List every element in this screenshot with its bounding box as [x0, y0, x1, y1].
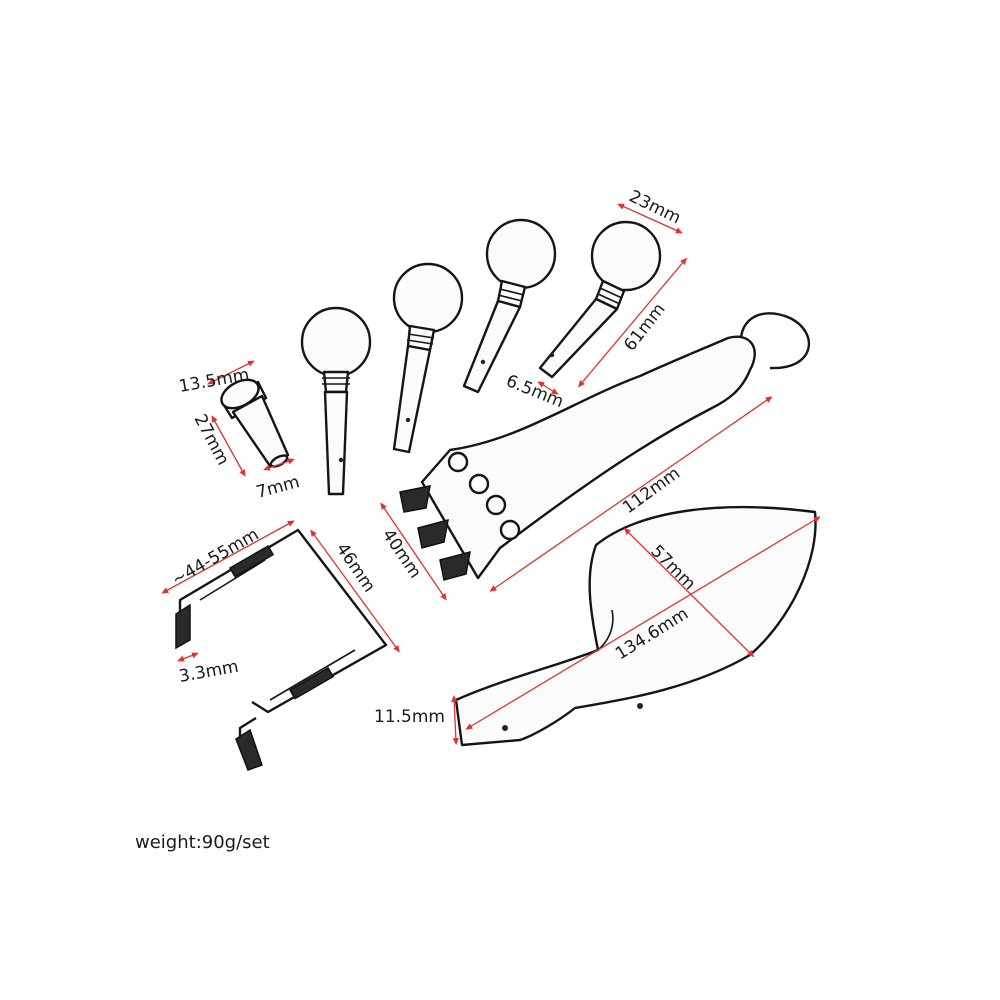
dim-clamp-width: [161, 520, 295, 594]
dim-peg-head: [617, 203, 683, 234]
dim-peg-length: [577, 257, 688, 388]
peg-1: [300, 306, 372, 496]
label-endpin-shaft: 7mm: [254, 472, 302, 503]
dim-clamp-height: [310, 529, 400, 653]
peg-3: [462, 218, 557, 394]
label-tailpiece-length: 112mm: [619, 463, 684, 518]
dim-endpin-length: [211, 415, 246, 477]
weight-note: weight:90g/set: [135, 832, 270, 853]
dim-chinrest-length: [465, 516, 821, 730]
label-peg-tip: 6.5mm: [503, 371, 566, 412]
peg-4: [538, 220, 662, 379]
peg-2: [392, 262, 464, 454]
dim-tailpiece-width: [380, 502, 447, 601]
label-chinrest-height: 11.5mm: [374, 707, 445, 727]
dim-chinrest-height: [451, 694, 459, 746]
dim-endpin-head: [207, 360, 255, 385]
chinrest: [454, 505, 817, 747]
label-endpin-length: 27mm: [190, 411, 233, 469]
dimension-lines: [161, 203, 821, 746]
dim-peg-tip: [537, 381, 559, 395]
end-pin: [220, 378, 290, 468]
dim-clamp-hook: [177, 652, 199, 662]
label-clamp-hook: 3.3mm: [177, 657, 240, 687]
dim-endpin-shaft: [263, 458, 295, 471]
